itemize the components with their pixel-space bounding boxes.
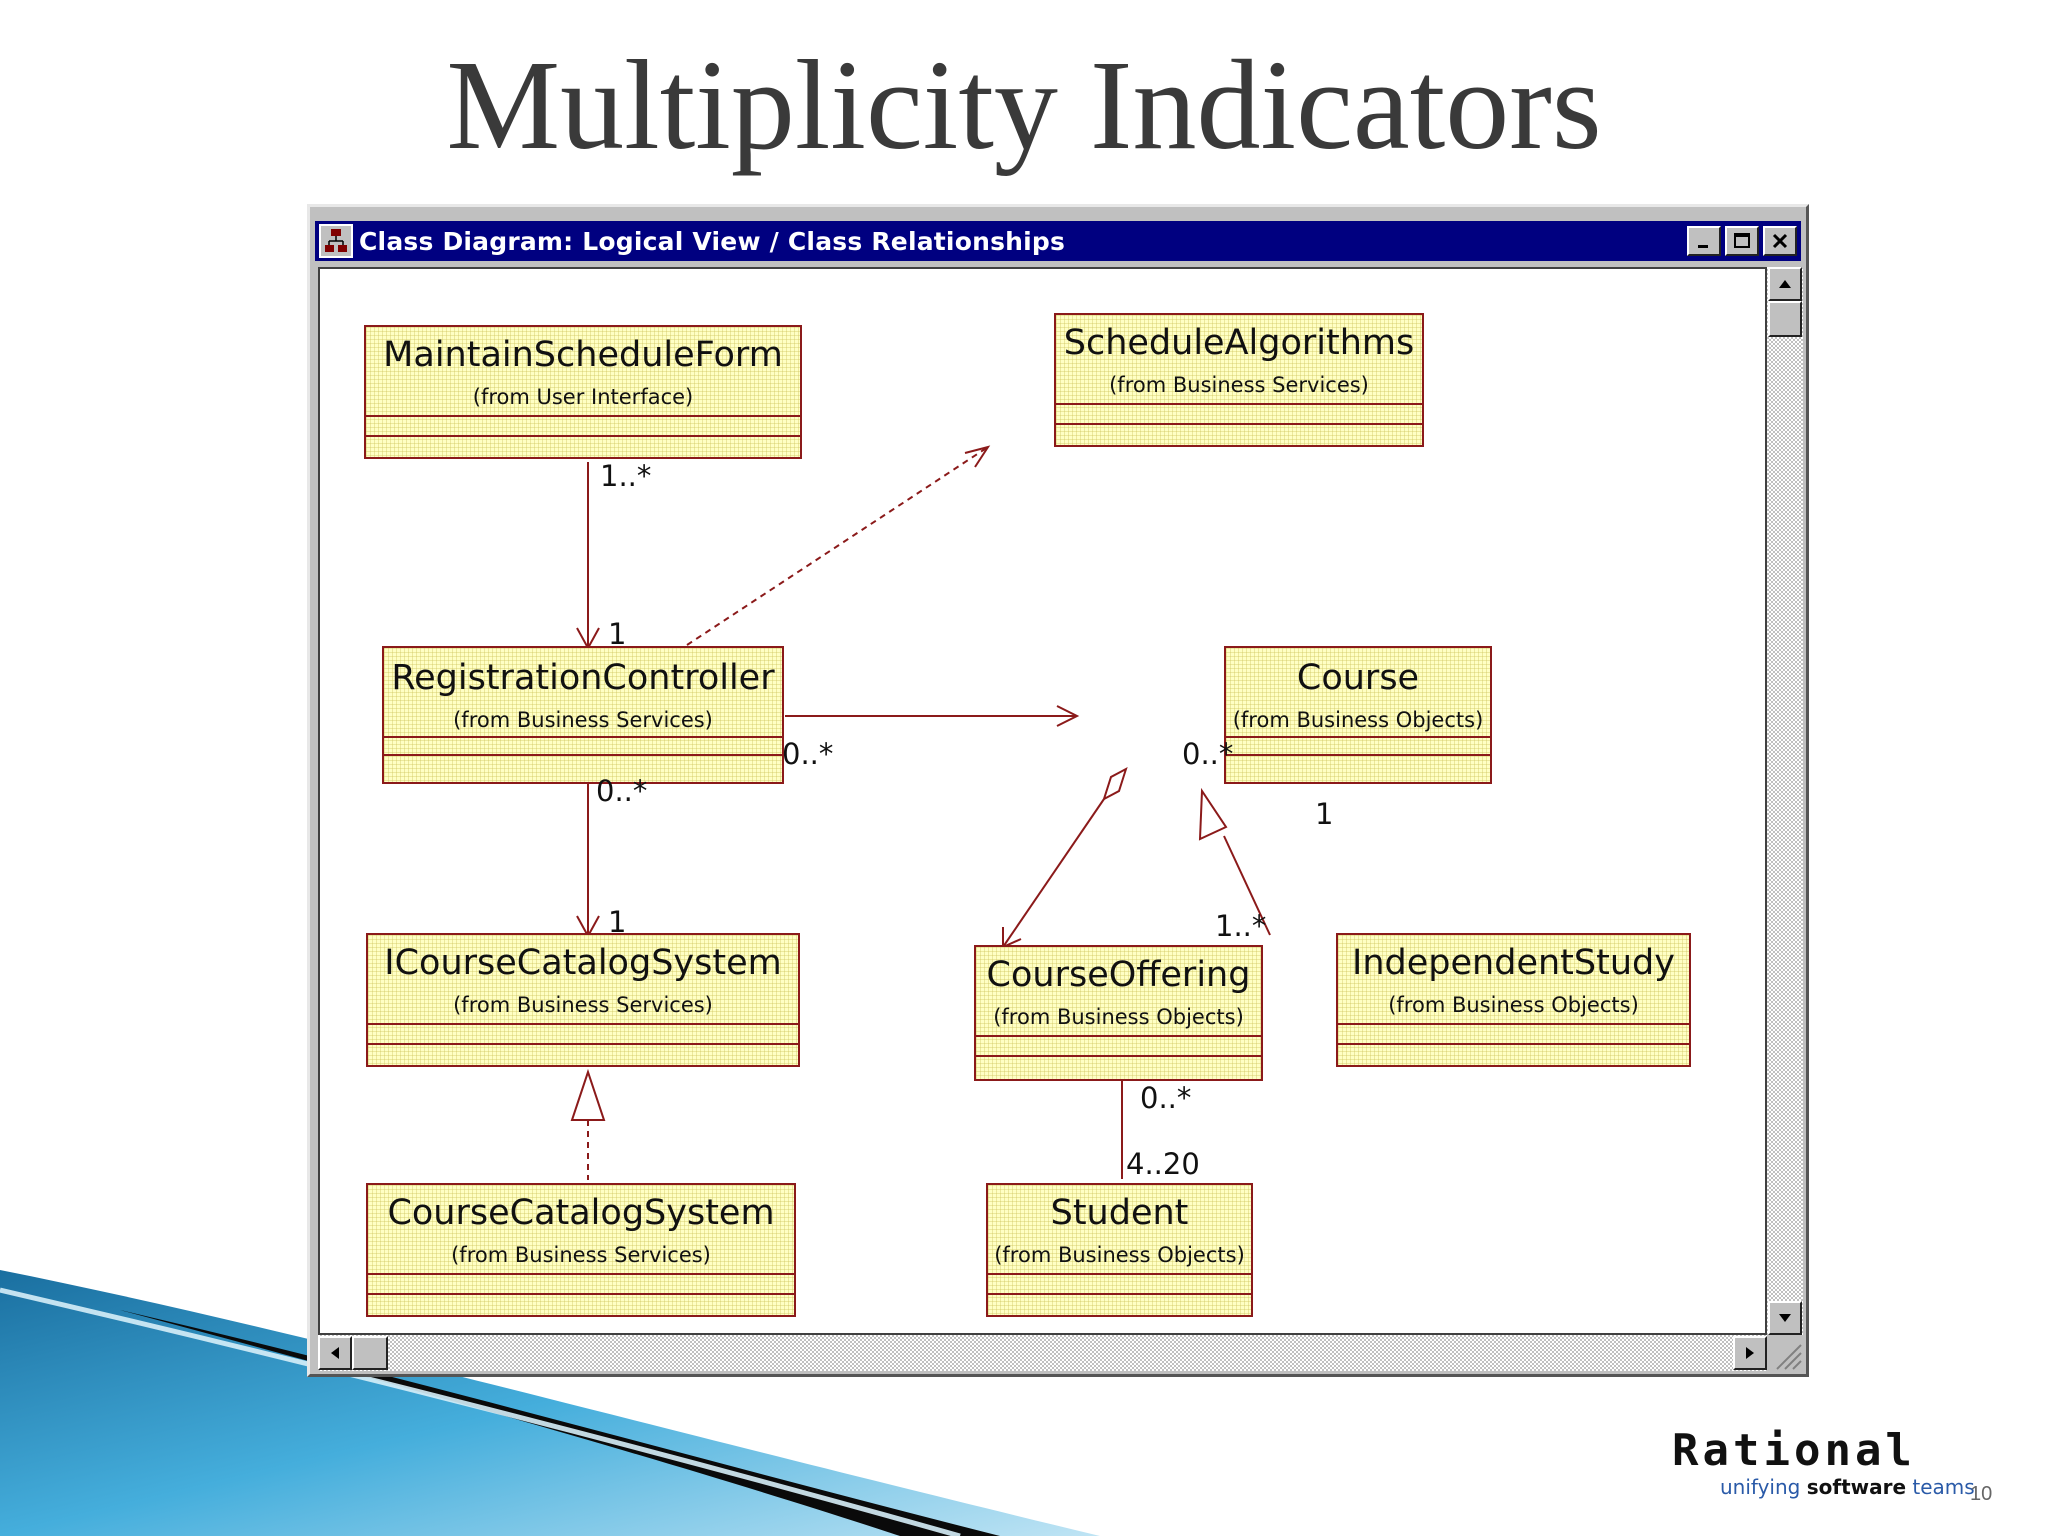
mult-co-student-target: 4..20: [1126, 1147, 1200, 1181]
scroll-down-button[interactable]: [1768, 1301, 1802, 1335]
maximize-button[interactable]: [1725, 226, 1759, 256]
maximize-icon: [1734, 233, 1750, 248]
dependency-rc-sa: [686, 446, 989, 646]
horizontal-scrollbar[interactable]: [318, 1335, 1767, 1371]
close-icon: [1772, 233, 1788, 249]
realization-triangle: [570, 1068, 606, 1121]
class-course[interactable]: Course (from Business Objects): [1224, 646, 1492, 784]
class-registrationcontroller[interactable]: RegistrationController (from Business Se…: [382, 646, 784, 784]
scroll-up-button[interactable]: [1768, 267, 1802, 301]
window-title: Class Diagram: Logical View / Class Rela…: [359, 226, 1066, 256]
triangle-up-icon: [1779, 280, 1791, 288]
page-number: 10: [1970, 1483, 1993, 1505]
aggregation-course-co: [1002, 798, 1105, 948]
generalization-is-course: [1223, 835, 1271, 936]
relationship-lines: [570, 445, 1271, 1180]
class-independentstudy[interactable]: IndependentStudy (from Business Objects): [1336, 933, 1691, 1067]
minimize-icon: [1698, 245, 1708, 248]
mult-rc-course-target: 0..*: [1182, 737, 1234, 771]
mult-rc-course-source: 0..*: [782, 737, 834, 771]
class-coursecatalogsystem[interactable]: CourseCatalogSystem (from Business Servi…: [366, 1183, 796, 1317]
class-icoursecatalogsystem[interactable]: ICourseCatalogSystem (from Business Serv…: [366, 933, 800, 1067]
triangle-left-icon: [331, 1347, 339, 1359]
triangle-down-icon: [1779, 1314, 1791, 1322]
close-button[interactable]: [1763, 226, 1797, 256]
horizontal-scroll-thumb[interactable]: [352, 1336, 388, 1370]
diagram-app-icon: [319, 224, 353, 258]
slide-title: Multiplicity Indicators: [446, 34, 1602, 176]
arrowhead-rc-sa: [964, 445, 991, 468]
class-diagram-window: Class Diagram: Logical View / Class Rela…: [307, 204, 1809, 1377]
generalization-triangle: [1198, 787, 1228, 841]
mult-msf-target: 1: [608, 617, 627, 651]
resize-grip-icon[interactable]: [1767, 1335, 1803, 1371]
logo-tagline: unifying software teams: [1720, 1475, 1975, 1499]
mult-course-co-target: 1..*: [1215, 909, 1267, 943]
logo-wordmark: Rational: [1672, 1425, 1916, 1476]
rational-logo: Rational unifying software teams: [1672, 1425, 2012, 1500]
mult-co-student-source: 0..*: [1140, 1081, 1192, 1115]
mult-msf-source: 1..*: [600, 459, 652, 493]
class-courseoffering[interactable]: CourseOffering (from Business Objects): [974, 945, 1263, 1081]
class-schedulealgorithms[interactable]: ScheduleAlgorithms (from Business Servic…: [1054, 313, 1424, 447]
vertical-scroll-thumb[interactable]: [1768, 301, 1802, 337]
minimize-button[interactable]: [1687, 226, 1721, 256]
mult-rc-iccs-target: 1: [608, 905, 627, 939]
vertical-scrollbar[interactable]: [1767, 267, 1803, 1335]
aggregation-diamond: [1102, 766, 1128, 802]
triangle-right-icon: [1746, 1347, 1754, 1359]
mult-course-co-source: 1: [1315, 797, 1334, 831]
class-maintainscheduleform[interactable]: MaintainScheduleForm (from User Interfac…: [364, 325, 802, 459]
scroll-left-button[interactable]: [318, 1336, 352, 1370]
scroll-right-button[interactable]: [1733, 1336, 1767, 1370]
window-titlebar[interactable]: Class Diagram: Logical View / Class Rela…: [315, 221, 1801, 261]
arrowhead-rc-course: [1056, 705, 1080, 727]
diagram-canvas[interactable]: MaintainScheduleForm (from User Interfac…: [318, 267, 1767, 1335]
mult-rc-iccs-source: 0..*: [596, 774, 648, 808]
class-student[interactable]: Student (from Business Objects): [986, 1183, 1253, 1317]
